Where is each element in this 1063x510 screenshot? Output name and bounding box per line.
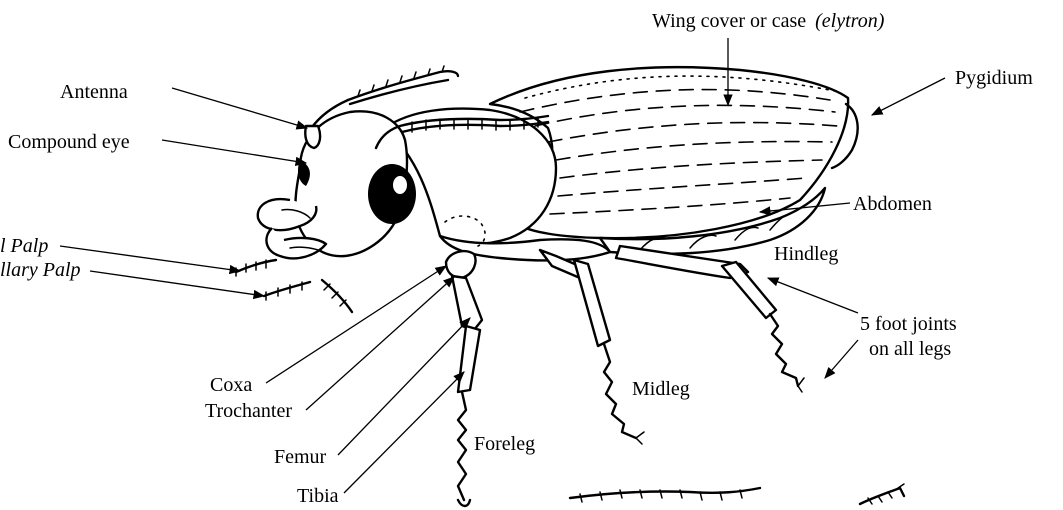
foreleg-drawing xyxy=(446,251,482,506)
label-midleg: Midleg xyxy=(632,378,690,400)
midleg-drawing xyxy=(540,250,644,444)
label-maxillary-palp: llary Palp xyxy=(0,259,81,281)
label-foot-joints-2: on all legs xyxy=(869,338,951,360)
label-foot-joints-1: 5 foot joints xyxy=(860,313,957,335)
label-foreleg: Foreleg xyxy=(474,433,535,455)
label-antenna: Antenna xyxy=(60,81,128,103)
label-coxa: Coxa xyxy=(210,374,252,396)
label-wing-cover: Wing cover or case (elytron) xyxy=(652,10,885,32)
label-hindleg: Hindleg xyxy=(774,243,838,265)
label-labial-palp: l Palp xyxy=(0,235,48,257)
label-pygidium: Pygidium xyxy=(955,67,1033,89)
label-tibia: Tibia xyxy=(297,485,339,507)
label-femur: Femur xyxy=(274,446,327,468)
label-trochanter: Trochanter xyxy=(205,400,292,422)
palps xyxy=(236,260,352,312)
hindleg-drawing xyxy=(616,246,804,392)
label-compound-eye: Compound eye xyxy=(8,131,130,153)
compound-eye-shape xyxy=(368,164,416,224)
label-abdomen: Abdomen xyxy=(853,193,932,215)
beetle-illustration xyxy=(236,66,904,506)
